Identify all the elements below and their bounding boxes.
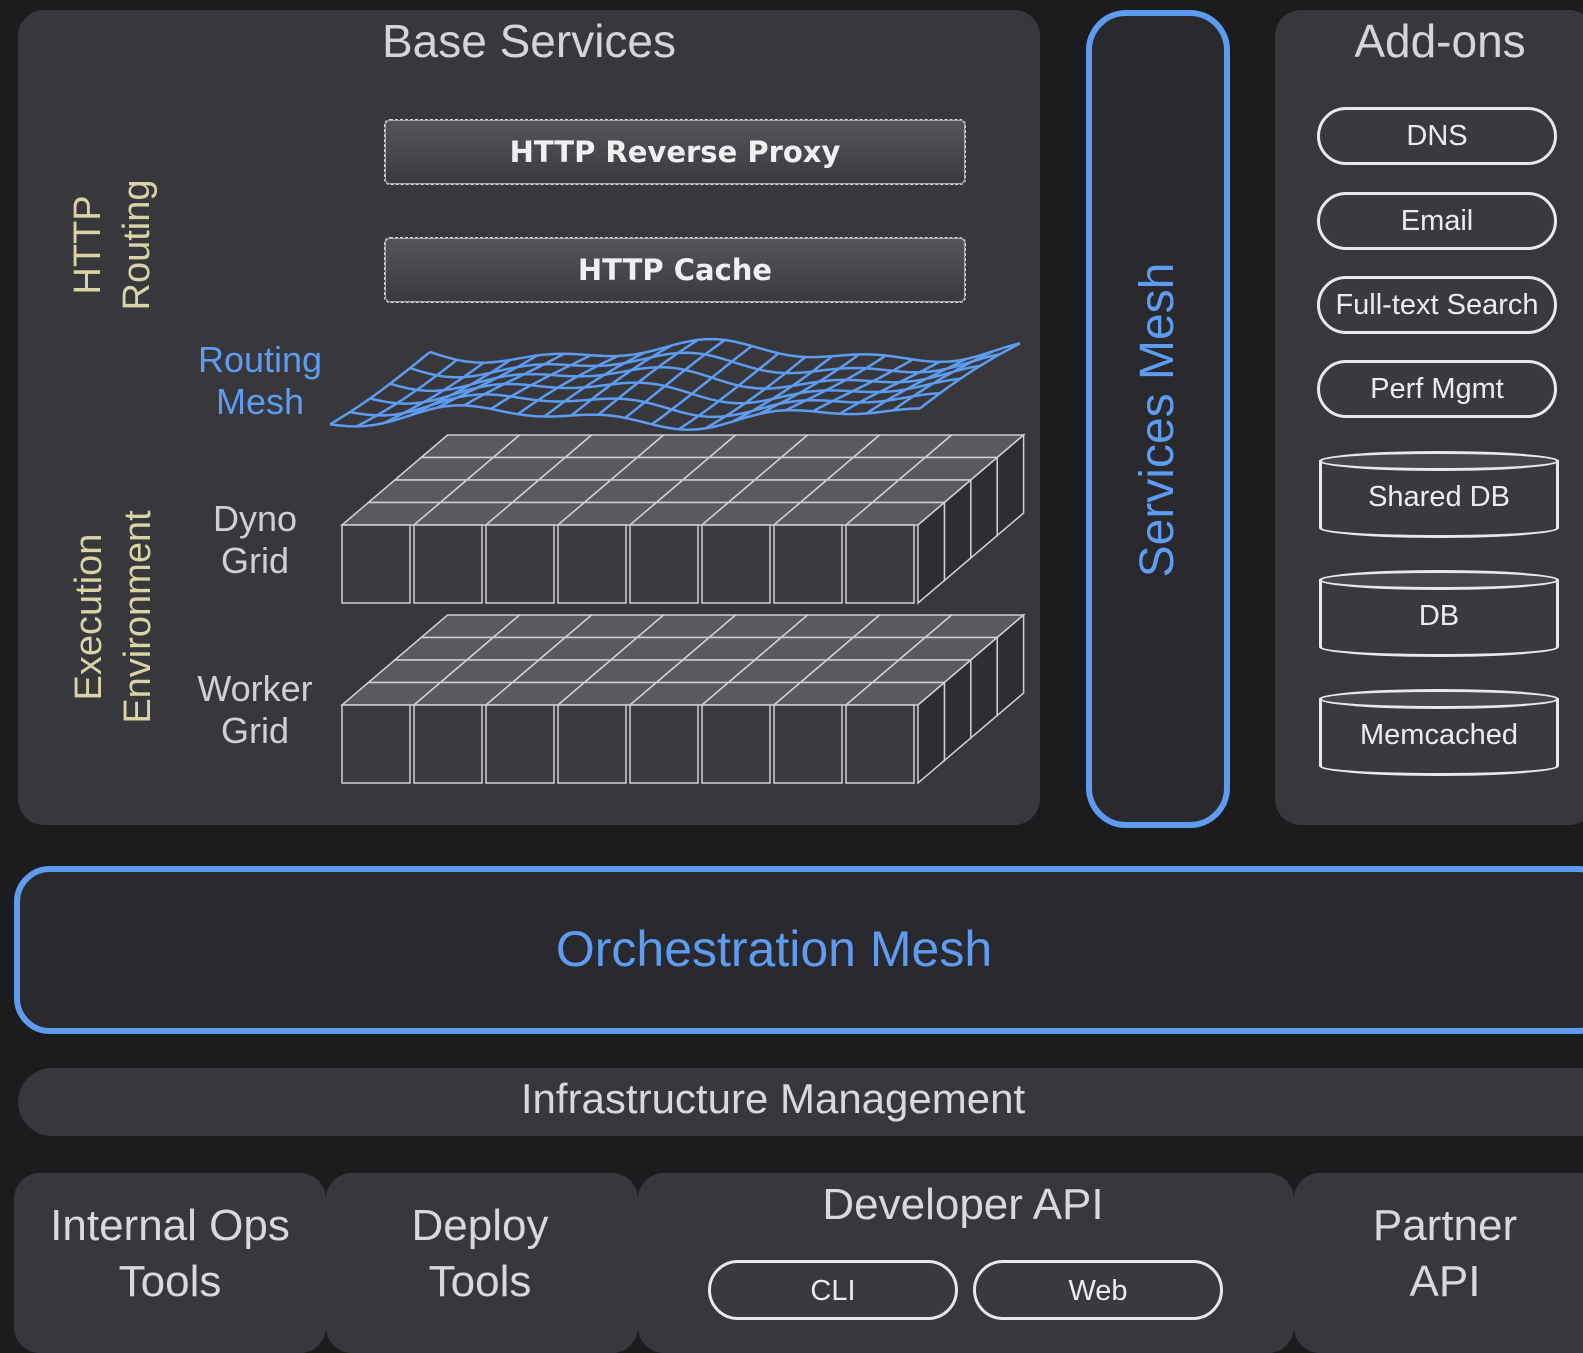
memcached-label: Memcached bbox=[1360, 719, 1518, 751]
addon-shared-db: Shared DB bbox=[1319, 451, 1563, 543]
dyno-grid-label: Dyno Grid bbox=[212, 498, 298, 581]
orchestration-mesh-box bbox=[14, 866, 1583, 1034]
services-mesh-label: Services Mesh bbox=[1131, 262, 1184, 578]
addon-db: DB bbox=[1319, 570, 1563, 662]
http-routing-label: HTTP Routing bbox=[67, 179, 158, 311]
addon-perf-mgmt: Perf Mgmt bbox=[1317, 360, 1557, 418]
http-reverse-proxy-box: HTTP Reverse Proxy bbox=[384, 119, 966, 185]
db-label: DB bbox=[1418, 600, 1460, 632]
cli-pill: CLI bbox=[708, 1260, 958, 1320]
addon-full-text-search: Full-text Search bbox=[1317, 276, 1557, 334]
services-mesh-column bbox=[1086, 10, 1230, 828]
deploy-tools-panel bbox=[326, 1173, 638, 1353]
infrastructure-management-bar bbox=[18, 1068, 1583, 1136]
routing-mesh-label: Routing Mesh bbox=[197, 339, 323, 422]
http-cache-box: HTTP Cache bbox=[384, 237, 966, 303]
web-pill: Web bbox=[973, 1260, 1223, 1320]
partner-api-panel bbox=[1294, 1173, 1583, 1353]
infrastructure-management-label: Infrastructure Management bbox=[520, 1075, 1026, 1122]
developer-api-label: Developer API bbox=[822, 1180, 1104, 1229]
partner-api-label: Partner API bbox=[1372, 1201, 1518, 1306]
execution-environment-label: Execution Environment bbox=[68, 510, 159, 724]
shared-db-label: Shared DB bbox=[1368, 481, 1510, 513]
orchestration-mesh-label: Orchestration Mesh bbox=[555, 921, 993, 977]
addon-dns: DNS bbox=[1317, 107, 1557, 165]
deploy-tools-label: Deploy Tools bbox=[411, 1201, 549, 1306]
addon-email: Email bbox=[1317, 192, 1557, 250]
internal-ops-tools-label: Internal Ops Tools bbox=[50, 1201, 290, 1306]
base-services-title: Base Services bbox=[381, 15, 676, 67]
internal-ops-tools-panel bbox=[14, 1173, 326, 1353]
addon-memcached: Memcached bbox=[1319, 689, 1563, 781]
addons-title: Add-ons bbox=[1354, 15, 1526, 67]
worker-grid-label: Worker Grid bbox=[197, 668, 313, 751]
